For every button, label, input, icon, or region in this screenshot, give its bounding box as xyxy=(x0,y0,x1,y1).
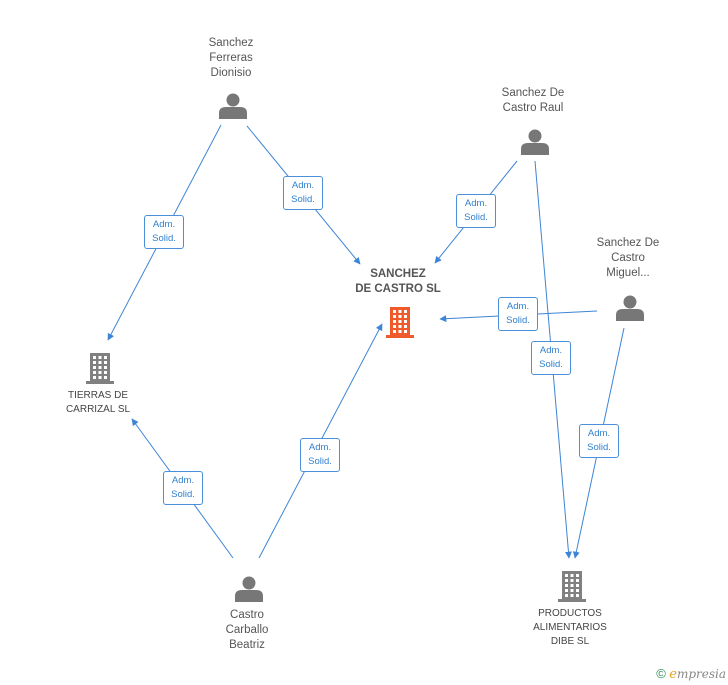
edge-badge-line: Solid. xyxy=(506,315,530,326)
edge-badge-line: Adm. xyxy=(152,219,176,230)
node-label-line: DIBE SL xyxy=(550,636,590,647)
edge-badge-line: Adm. xyxy=(539,345,563,356)
edge-badge-line: Solid. xyxy=(152,233,176,244)
node-label-line: Ferreras xyxy=(209,52,253,64)
company-label-c0[interactable]: SANCHEZ DE CASTRO SL xyxy=(355,267,441,297)
node-label-line: Carballo xyxy=(225,624,269,636)
edge-badge-line: Adm. xyxy=(506,301,530,312)
edge-badge-line: Adm. xyxy=(291,180,315,191)
edge-badge-line: Solid. xyxy=(587,442,611,453)
node-label-line: PRODUCTOS xyxy=(538,608,602,619)
node-label-line: Sanchez De xyxy=(596,237,660,249)
edge-badge-p2-c2[interactable]: Adm. Solid. xyxy=(531,341,571,375)
company-label-c2[interactable]: PRODUCTOS ALIMENTARIOS DIBE SL xyxy=(533,607,607,649)
node-label-line: Castro Raul xyxy=(502,102,564,114)
edge-badge-line: Solid. xyxy=(464,212,488,223)
node-label-line: Dionisio xyxy=(210,67,252,79)
edge-badge-p1-c0[interactable]: Adm. Solid. xyxy=(283,176,323,210)
edge-badge-line: Adm. xyxy=(171,475,195,486)
edge-badge-p2-c0[interactable]: Adm. Solid. xyxy=(456,194,496,228)
footer-brand: © empresia xyxy=(656,666,726,682)
edge-badge-line: Solid. xyxy=(291,194,315,205)
edge-badge-line: Adm. xyxy=(464,198,488,209)
person-icon[interactable] xyxy=(616,295,644,322)
edge-badge-p4-c1[interactable]: Adm. Solid. xyxy=(163,471,203,505)
node-label-line: Sanchez xyxy=(208,37,254,49)
focus-company-icon[interactable] xyxy=(386,307,414,338)
edge-badge-p3-c0[interactable]: Adm. Solid. xyxy=(498,297,538,331)
node-label-line: Castro xyxy=(611,252,645,264)
node-label-line: Beatriz xyxy=(229,639,265,651)
edge-badge-p4-c0[interactable]: Adm. Solid. xyxy=(300,438,340,472)
edge-badge-line: Solid. xyxy=(171,489,195,500)
company-icon[interactable] xyxy=(86,353,114,384)
company-icon[interactable] xyxy=(558,571,586,602)
edge-badge-line: Adm. xyxy=(308,442,332,453)
edge-badge-line: Solid. xyxy=(539,359,563,370)
person-icon[interactable] xyxy=(219,93,247,120)
edge-badge-p1-c1[interactable]: Adm. Solid. xyxy=(144,215,184,249)
node-label-line: TIERRAS DE xyxy=(67,390,128,401)
person-label-p2[interactable]: Sanchez De Castro Raul xyxy=(502,86,565,116)
node-label-line: Miguel... xyxy=(606,267,650,279)
brand-name: mpresia xyxy=(676,667,726,681)
person-icon[interactable] xyxy=(235,576,263,603)
edge-badge-p3-c2[interactable]: Adm. Solid. xyxy=(579,424,619,458)
edge-badge-line: Adm. xyxy=(587,428,611,439)
node-label-line: CARRIZAL SL xyxy=(65,404,131,415)
edge-badge-line: Solid. xyxy=(308,456,332,467)
brand-initial: e xyxy=(669,667,677,682)
person-icon[interactable] xyxy=(521,129,549,156)
company-label-c1[interactable]: TIERRAS DE CARRIZAL SL xyxy=(66,389,130,417)
node-label-line: Castro xyxy=(230,609,264,621)
node-label-line: ALIMENTARIOS xyxy=(533,622,607,633)
node-label-line: DE CASTRO SL xyxy=(355,283,441,295)
copyright-symbol: © xyxy=(656,666,666,681)
node-label-line: Sanchez De xyxy=(501,87,565,99)
node-label-line: SANCHEZ xyxy=(370,268,426,280)
